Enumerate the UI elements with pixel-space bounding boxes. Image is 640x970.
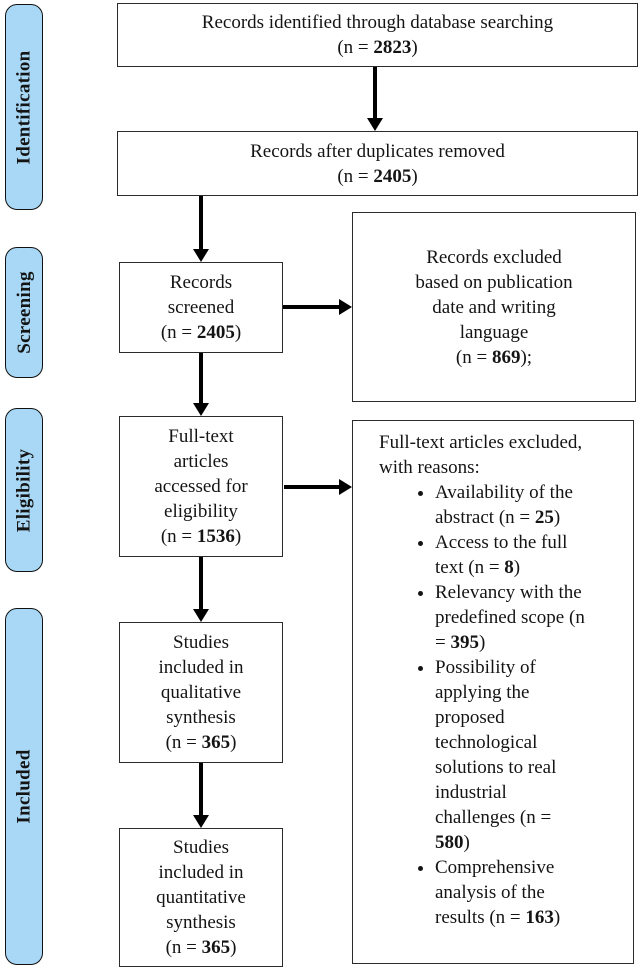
box-records-screened-count: (n = 2405) — [160, 322, 242, 343]
box-records-deduplicated-count: (n = 2405) — [337, 165, 418, 187]
box-records-excluded: Records excluded based on publication da… — [352, 212, 636, 402]
stage-identification-label: Identification — [13, 50, 35, 164]
box-records-excluded-text: Records excluded based on publication da… — [415, 246, 573, 343]
box-records-deduplicated: Records after duplicates removed (n = 24… — [117, 131, 638, 196]
stage-identification: Identification — [5, 4, 43, 210]
stage-screening: Screening — [5, 247, 43, 378]
exclusion-reason-item: Possibility of applying the proposed tec… — [435, 655, 587, 855]
box-quantitative-synthesis-count: (n = 365) — [165, 937, 237, 958]
box-fulltext-eligibility-count: (n = 1536) — [160, 526, 242, 547]
exclusion-reasons-list: Availability of the abstract (n = 25) Ac… — [379, 480, 625, 930]
stage-screening-label: Screening — [13, 271, 35, 354]
box-records-identified: Records identified through database sear… — [117, 3, 638, 67]
box-qualitative-synthesis-count: (n = 365) — [165, 732, 237, 753]
stage-eligibility-label: Eligibility — [13, 448, 35, 532]
stage-included-label: Included — [13, 749, 35, 824]
box-fulltext-eligibility: Full-text articles accessed for eligibil… — [119, 416, 283, 557]
box-qualitative-synthesis-text: Studies included in qualitative synthesi… — [158, 632, 244, 728]
exclusion-reason-item: Comprehensive analysis of the results (n… — [435, 855, 587, 930]
exclusion-reason-item: Relevancy with the predefined scope (n =… — [435, 580, 587, 655]
stage-included: Included — [5, 608, 43, 965]
box-records-screened: Records screened (n = 2405) — [119, 262, 283, 353]
box-qualitative-synthesis: Studies included in qualitative synthesi… — [119, 622, 283, 763]
exclusion-reason-item: Availability of the abstract (n = 25) — [435, 480, 587, 530]
box-records-identified-count: (n = 2823) — [337, 37, 418, 58]
exclusion-reason-item: Access to the full text (n = 8) — [435, 530, 587, 580]
box-records-deduplicated-text: Records after duplicates removed — [250, 140, 505, 162]
box-quantitative-synthesis: Studies included in quantitative synthes… — [119, 828, 283, 967]
box-fulltext-eligibility-text: Full-text articles accessed for eligibil… — [154, 426, 248, 522]
box-quantitative-synthesis-text: Studies included in quantitative synthes… — [156, 837, 246, 933]
box-records-screened-text: Records screened — [167, 272, 235, 318]
box-fulltext-excluded: Full-text articles excluded, with reason… — [352, 420, 634, 964]
box-fulltext-excluded-heading: Full-text articles excluded, with reason… — [379, 432, 583, 478]
box-records-excluded-count: (n = 869); — [455, 346, 533, 368]
stage-eligibility: Eligibility — [5, 408, 43, 572]
box-records-identified-text: Records identified through database sear… — [201, 12, 554, 33]
